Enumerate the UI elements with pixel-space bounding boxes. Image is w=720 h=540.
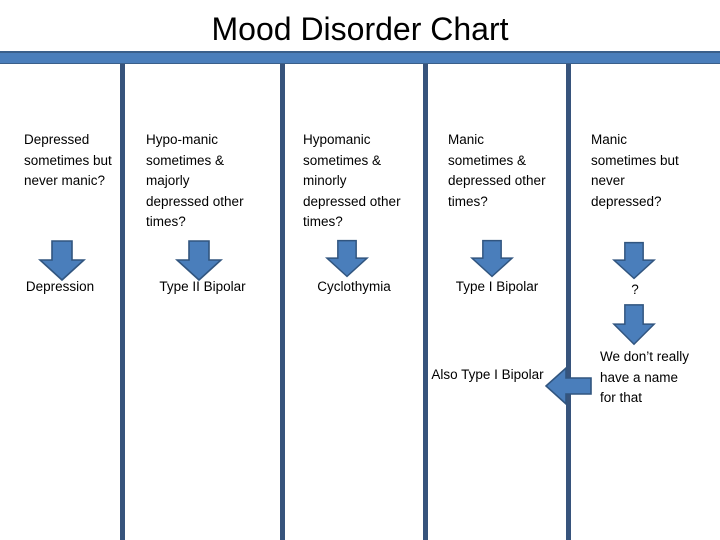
column-5-answer: ? [631, 282, 639, 297]
column-5-note: We don’t really have a name for that [600, 349, 690, 405]
column-1-question: Depressed sometimes but never manic? [24, 132, 112, 188]
top-divider-bar [0, 51, 720, 64]
page-title: Mood Disorder Chart [211, 11, 509, 47]
down-arrow-icon-3 [325, 238, 369, 280]
column-3-question: Hypomanic sometimes & minorly depressed … [303, 132, 401, 229]
column-4-question: Manic sometimes & depressed other times? [448, 132, 546, 209]
column-5-question: Manic sometimes but never depressed? [591, 132, 679, 209]
column-divider-2 [280, 64, 285, 540]
column-4-answer: Type I Bipolar [455, 279, 539, 294]
column-4-secondary-answer: Also Type I Bipolar [431, 367, 544, 382]
column-divider-4 [566, 64, 571, 540]
column-2-answer: Type II Bipolar [159, 279, 246, 294]
down-arrow-icon-1 [38, 240, 86, 282]
column-3-answer: Cyclothymia [317, 279, 391, 294]
column-2-question: Hypo-manic sometimes & majorly depressed… [146, 132, 244, 229]
left-arrow-icon [545, 365, 593, 407]
column-divider-1 [120, 64, 125, 540]
column-1-answer: Depression [25, 279, 95, 294]
down-arrow-icon-6 [612, 302, 656, 348]
down-arrow-icon-4 [470, 238, 514, 280]
column-divider-3 [423, 64, 428, 540]
down-arrow-icon-2 [175, 240, 223, 282]
down-arrow-icon-5 [612, 240, 656, 282]
